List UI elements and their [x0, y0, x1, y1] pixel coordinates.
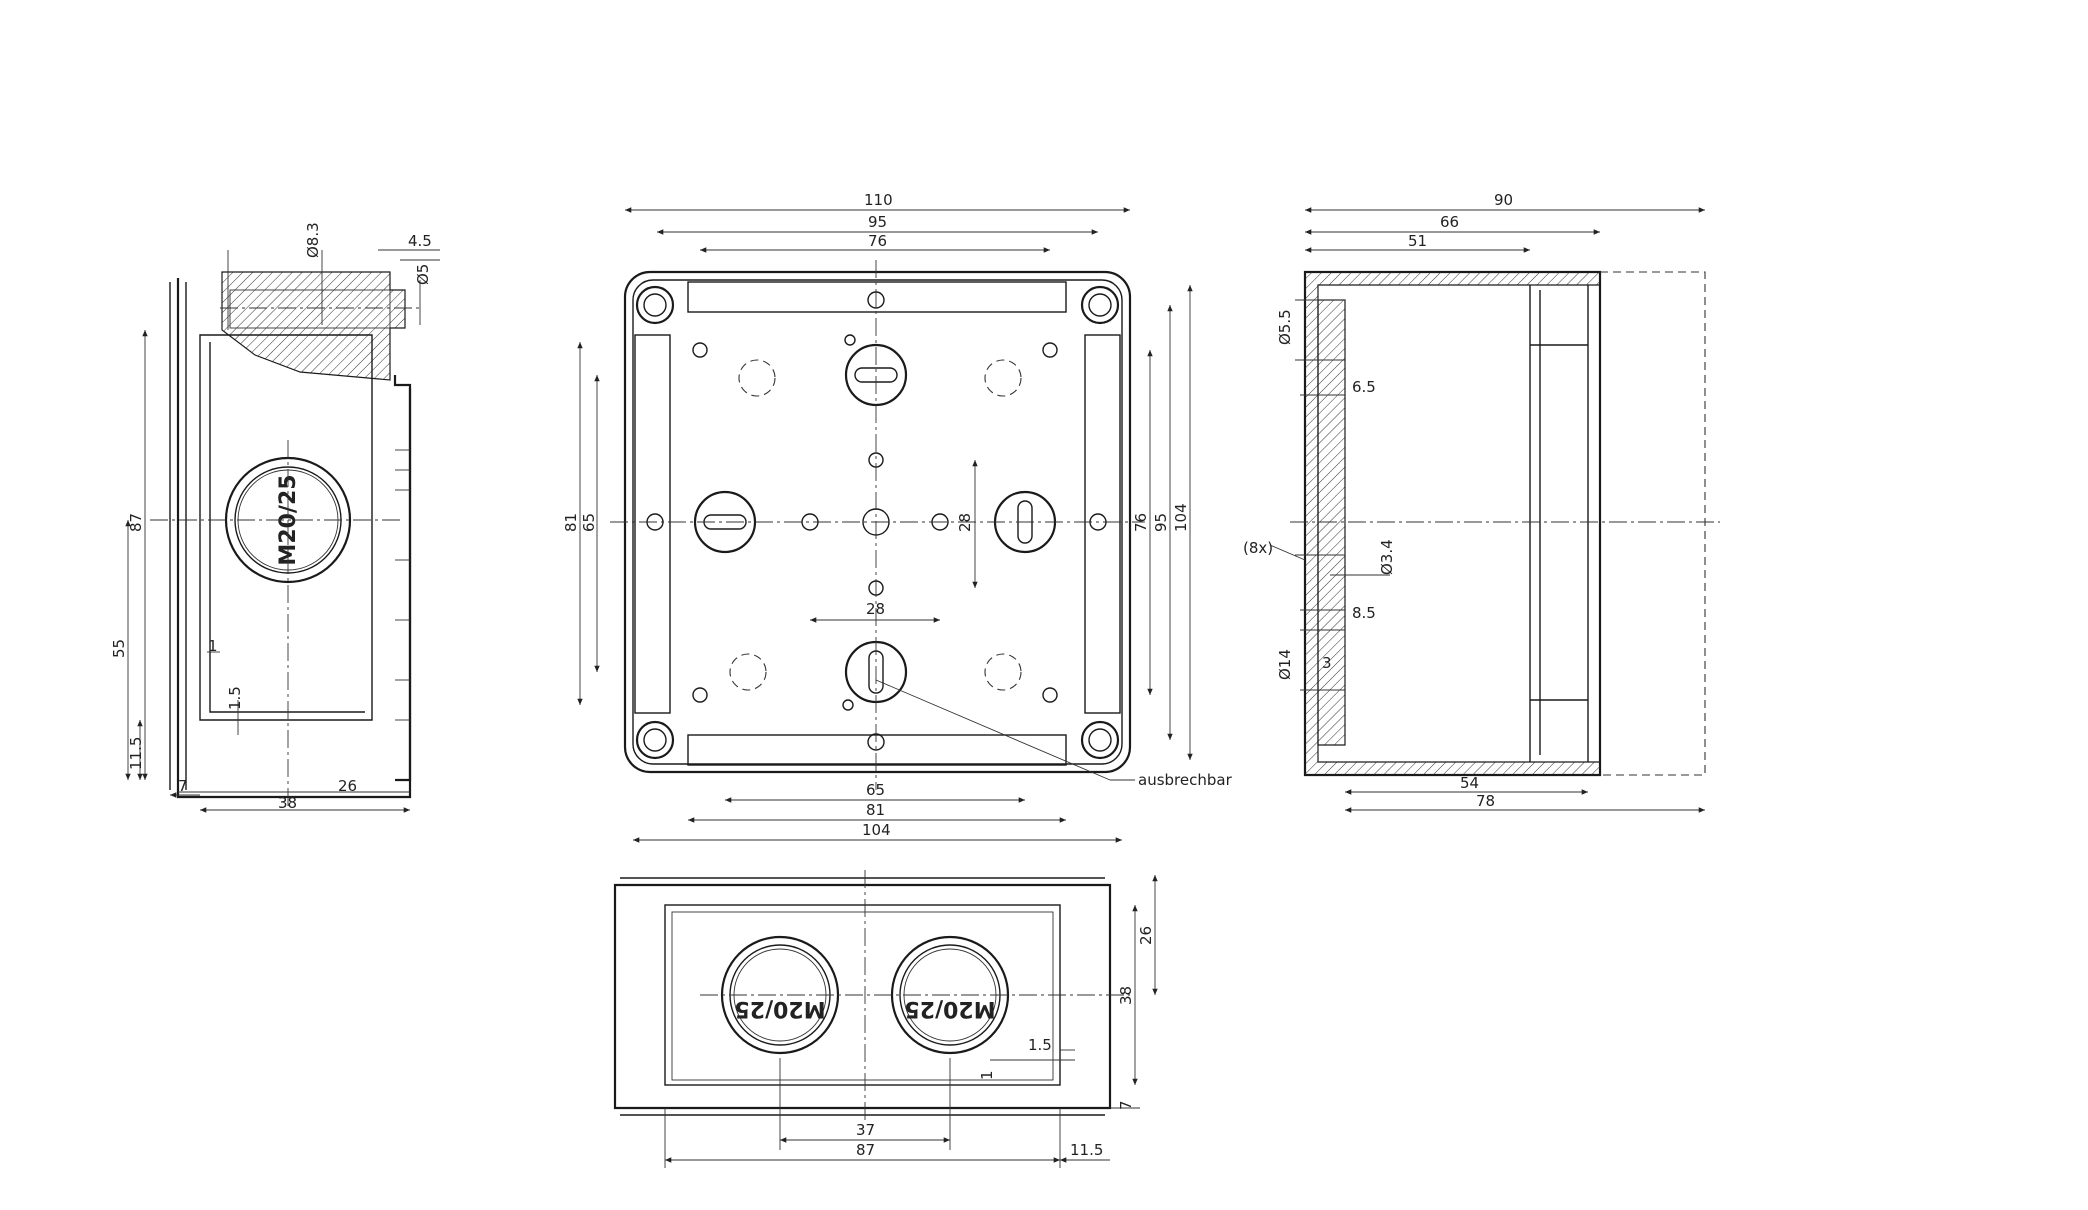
dim-7: 7: [178, 777, 188, 795]
dim-d5-5: Ø5.5: [1276, 309, 1294, 345]
dim-76: 76: [868, 232, 887, 250]
dim-11-5: 11.5: [127, 737, 145, 770]
dim-38-front: 38: [1117, 986, 1135, 1005]
dim-51: 51: [1408, 232, 1427, 250]
dim-d5: Ø5: [414, 264, 432, 285]
dim-37: 37: [856, 1121, 875, 1139]
dim-26-front: 26: [1137, 926, 1155, 945]
dim-87-front: 87: [856, 1141, 875, 1159]
dim-76-v: 76: [1132, 513, 1150, 532]
dim-55: 55: [110, 639, 128, 658]
dim-104-v: 104: [1172, 503, 1190, 532]
dim-26: 26: [338, 777, 357, 795]
dim-8x: (8x): [1243, 539, 1273, 557]
dim-1-5: 1.5: [226, 686, 244, 710]
dim-110: 110: [864, 191, 893, 209]
dim-66: 66: [1440, 213, 1459, 231]
dim-81: 81: [562, 513, 580, 532]
dim-104-b: 104: [862, 821, 891, 839]
dim-1: 1: [208, 637, 218, 655]
top-view: 110 95 76 81 65 28 28 76 95 104 65 81 10…: [562, 191, 1233, 843]
dim-38: 38: [278, 794, 297, 812]
dim-d8-3: Ø8.3: [304, 222, 322, 258]
dim-65-left: 65: [580, 513, 598, 532]
dim-65-b: 65: [866, 781, 885, 799]
dim-95: 95: [868, 213, 887, 231]
dim-3: 3: [1322, 654, 1332, 672]
side-view-left: M20/25 Ø8.3 4.5 Ø5 87 55 11.5 1 1.5 7 26: [110, 222, 440, 813]
dim-87: 87: [127, 513, 145, 532]
dim-90: 90: [1494, 191, 1513, 209]
gland-label-front-1: M20/25: [734, 996, 825, 1021]
dim-11-5-front: 11.5: [1070, 1141, 1103, 1159]
dim-1-front: 1: [978, 1070, 996, 1080]
side-view-right: 90 66 51 Ø5.5 6.5 (8x) Ø3.4 8.5 Ø14 3 54…: [1243, 191, 1720, 813]
dim-28-v: 28: [956, 513, 974, 532]
dim-81-b: 81: [866, 801, 885, 819]
note-ausbrechbar: ausbrechbar: [1138, 771, 1233, 789]
dim-1-5-front: 1.5: [1028, 1036, 1052, 1054]
front-view: M20/25 M20/25 26 38 1.5 1 7 37 87 11.5: [613, 870, 1158, 1168]
dim-d14: Ø14: [1276, 649, 1294, 680]
dim-d3-4: Ø3.4: [1378, 539, 1396, 575]
dim-78: 78: [1476, 792, 1495, 810]
dim-28-h: 28: [866, 600, 885, 618]
dim-95-v: 95: [1152, 513, 1170, 532]
dim-4-5: 4.5: [408, 232, 432, 250]
dim-8-5: 8.5: [1352, 604, 1376, 622]
dim-7-front: 7: [1117, 1100, 1135, 1110]
gland-label-front-2: M20/25: [904, 996, 995, 1021]
dim-54: 54: [1460, 774, 1479, 792]
dim-6-5: 6.5: [1352, 378, 1376, 396]
